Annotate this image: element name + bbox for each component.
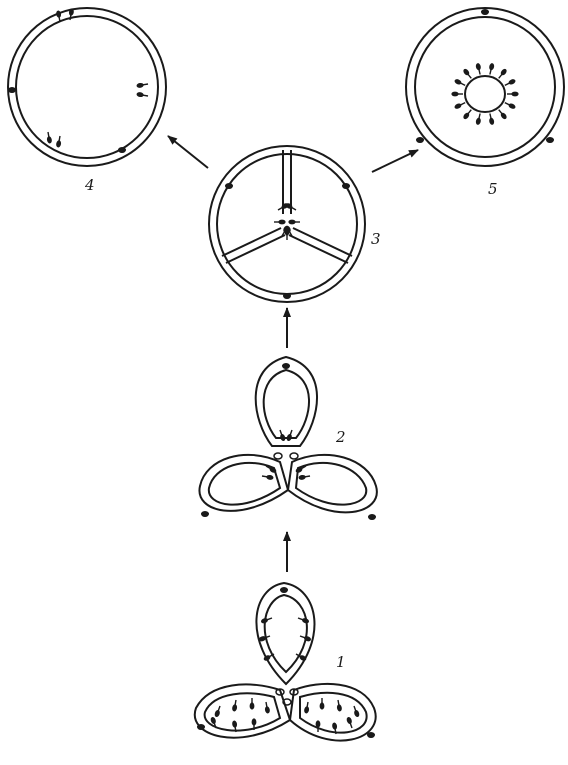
stage-1-left-ovule [232, 700, 239, 712]
stage-1-flower [195, 583, 376, 741]
stage-1-right-ovule [320, 698, 325, 710]
stage-2-label: 2 [335, 428, 346, 446]
stage-4-parietal-ovule [136, 82, 148, 89]
arrow-3-to-5 [372, 150, 418, 172]
stage-5-central-ovule [504, 78, 517, 87]
stage-3-axile-ovule [285, 228, 290, 240]
stage-5-central-ovule [451, 92, 463, 97]
stage-5-central-ovule [497, 68, 508, 80]
stage-5-central-ovule [475, 63, 482, 75]
stage-5-central-ovule [462, 68, 473, 80]
stage-5-central-ovule [475, 113, 482, 125]
stage-1-top-ovule [297, 616, 310, 624]
stage-2-right-ovule [298, 474, 310, 481]
stage-4-parietal-ovule [56, 136, 63, 148]
stage-5-central-ovule [454, 78, 467, 87]
stage-3-axile-ovule [274, 220, 286, 225]
stage-2-top-ovule [278, 429, 286, 442]
stage-5-central-ovule [454, 101, 467, 110]
stage-1-label: 1 [336, 653, 346, 671]
stage-5-central-ovule [504, 101, 517, 110]
stage-4-label: 4 [84, 176, 95, 194]
stage-1-top-carpel [256, 583, 314, 684]
stage-5-central-ovule [507, 92, 519, 97]
stage-2-top-carpel [256, 357, 317, 446]
stage-5-central-ovary [406, 8, 564, 166]
stage-3-label: 3 [371, 230, 381, 248]
stage-4-parietal-ovule [46, 132, 53, 144]
stage-5-central-ovule [462, 108, 473, 120]
stage-1-right-ovule [346, 716, 354, 729]
arrow-3-to-4 [168, 136, 208, 168]
stage-1-left-ovule [250, 698, 255, 710]
stage-2-left-carpel [199, 455, 288, 516]
stage-2-left-ovule [262, 474, 274, 481]
stage-3-axile-ovule [288, 220, 300, 225]
stage-4-parietal-ovule [136, 92, 148, 99]
stage-2-top-ovule [286, 429, 294, 442]
stage-1-right-carpel [290, 684, 376, 741]
stage-5-central-ovule [488, 63, 495, 75]
stage-5-central-ovule [488, 113, 495, 125]
stage-1-right-ovule [336, 700, 343, 712]
stage-1-right-ovule [352, 705, 360, 718]
stage-1-right-ovule [304, 702, 311, 714]
stage-1-left-ovule [264, 702, 271, 714]
stage-1-left-ovule [214, 705, 222, 718]
stage-3-syncarpous-ovary [209, 146, 365, 302]
stage-5-central-ovule [497, 108, 508, 120]
stage-1-right-ovule [316, 720, 321, 732]
stage-2-right-carpel [288, 455, 377, 519]
stage-5-label: 5 [488, 180, 498, 198]
